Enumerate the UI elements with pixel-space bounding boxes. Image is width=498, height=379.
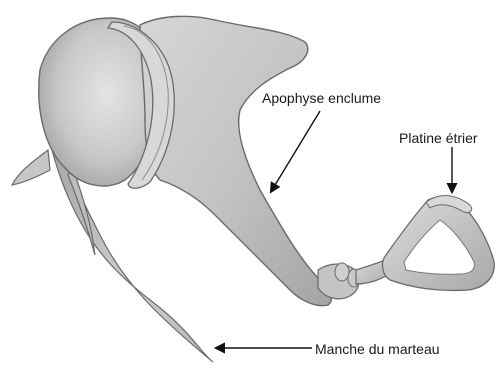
label-apophyse-enclume: Apophyse enclume xyxy=(262,90,381,106)
label-manche-du-marteau: Manche du marteau xyxy=(315,341,440,357)
incus-body xyxy=(140,16,331,305)
arrow-apophyse xyxy=(272,111,320,190)
label-platine-etrier: Platine étrier xyxy=(399,130,478,146)
malleus-lateral-process xyxy=(12,150,50,185)
incus-knob-1 xyxy=(335,263,349,281)
